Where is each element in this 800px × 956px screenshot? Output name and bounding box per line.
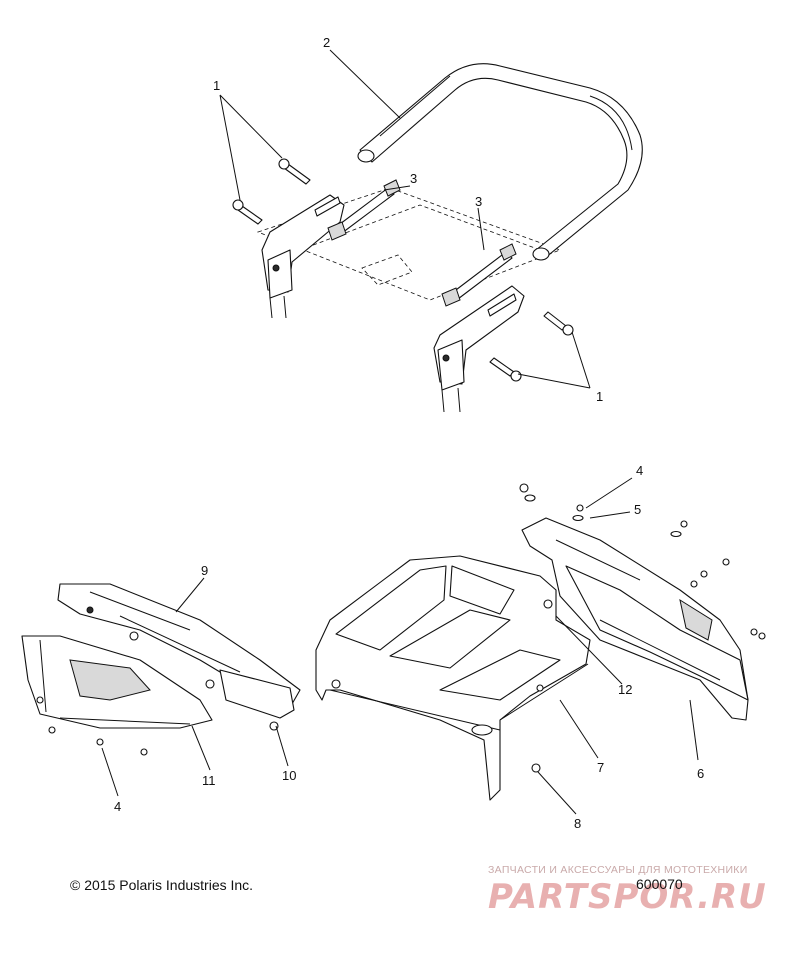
callout-4-bottom: 4 <box>114 799 121 814</box>
callout-1-top: 1 <box>213 78 220 93</box>
right-bracket <box>433 285 525 413</box>
callout-9: 9 <box>201 563 208 578</box>
grab-bar <box>357 63 643 261</box>
copyright-text: © 2015 Polaris Industries Inc. <box>70 877 254 893</box>
bolt-1b <box>232 199 263 225</box>
callout-7: 7 <box>597 760 604 775</box>
bolt-1a <box>278 158 311 185</box>
callout-4-top: 4 <box>636 463 643 478</box>
left-lower-panel <box>21 635 213 756</box>
rear-body-panel <box>315 555 591 801</box>
strap-left <box>327 179 401 241</box>
callout-2: 2 <box>323 35 330 50</box>
callout-3-left: 3 <box>410 171 417 186</box>
callout-11: 11 <box>202 773 216 788</box>
callout-12: 12 <box>618 682 632 697</box>
callout-3-right: 3 <box>475 194 482 209</box>
left-bracket <box>261 194 345 319</box>
strap-right <box>441 243 517 307</box>
bolt-1d <box>489 357 522 382</box>
callout-6: 6 <box>697 766 704 781</box>
bolt-1c <box>543 311 574 336</box>
diagram-number: 600070 <box>636 876 683 892</box>
watermark-logo: PARTSPOR.RU <box>488 877 767 914</box>
watermark-logo-text: PARTSPOR.RU <box>488 877 767 914</box>
callout-1-bottom: 1 <box>596 389 603 404</box>
grab-bar-assembly <box>232 63 643 413</box>
callout-5: 5 <box>634 502 641 517</box>
watermark-tagline: ЗАПЧАСТИ И АКСЕССУАРЫ ДЛЯ МОТОТЕХНИКИ <box>488 864 748 876</box>
callout-10: 10 <box>282 768 296 783</box>
leader-lines <box>101 49 699 815</box>
right-side-cover <box>519 483 766 721</box>
left-upper-cover <box>57 583 301 731</box>
callout-8: 8 <box>574 816 581 831</box>
